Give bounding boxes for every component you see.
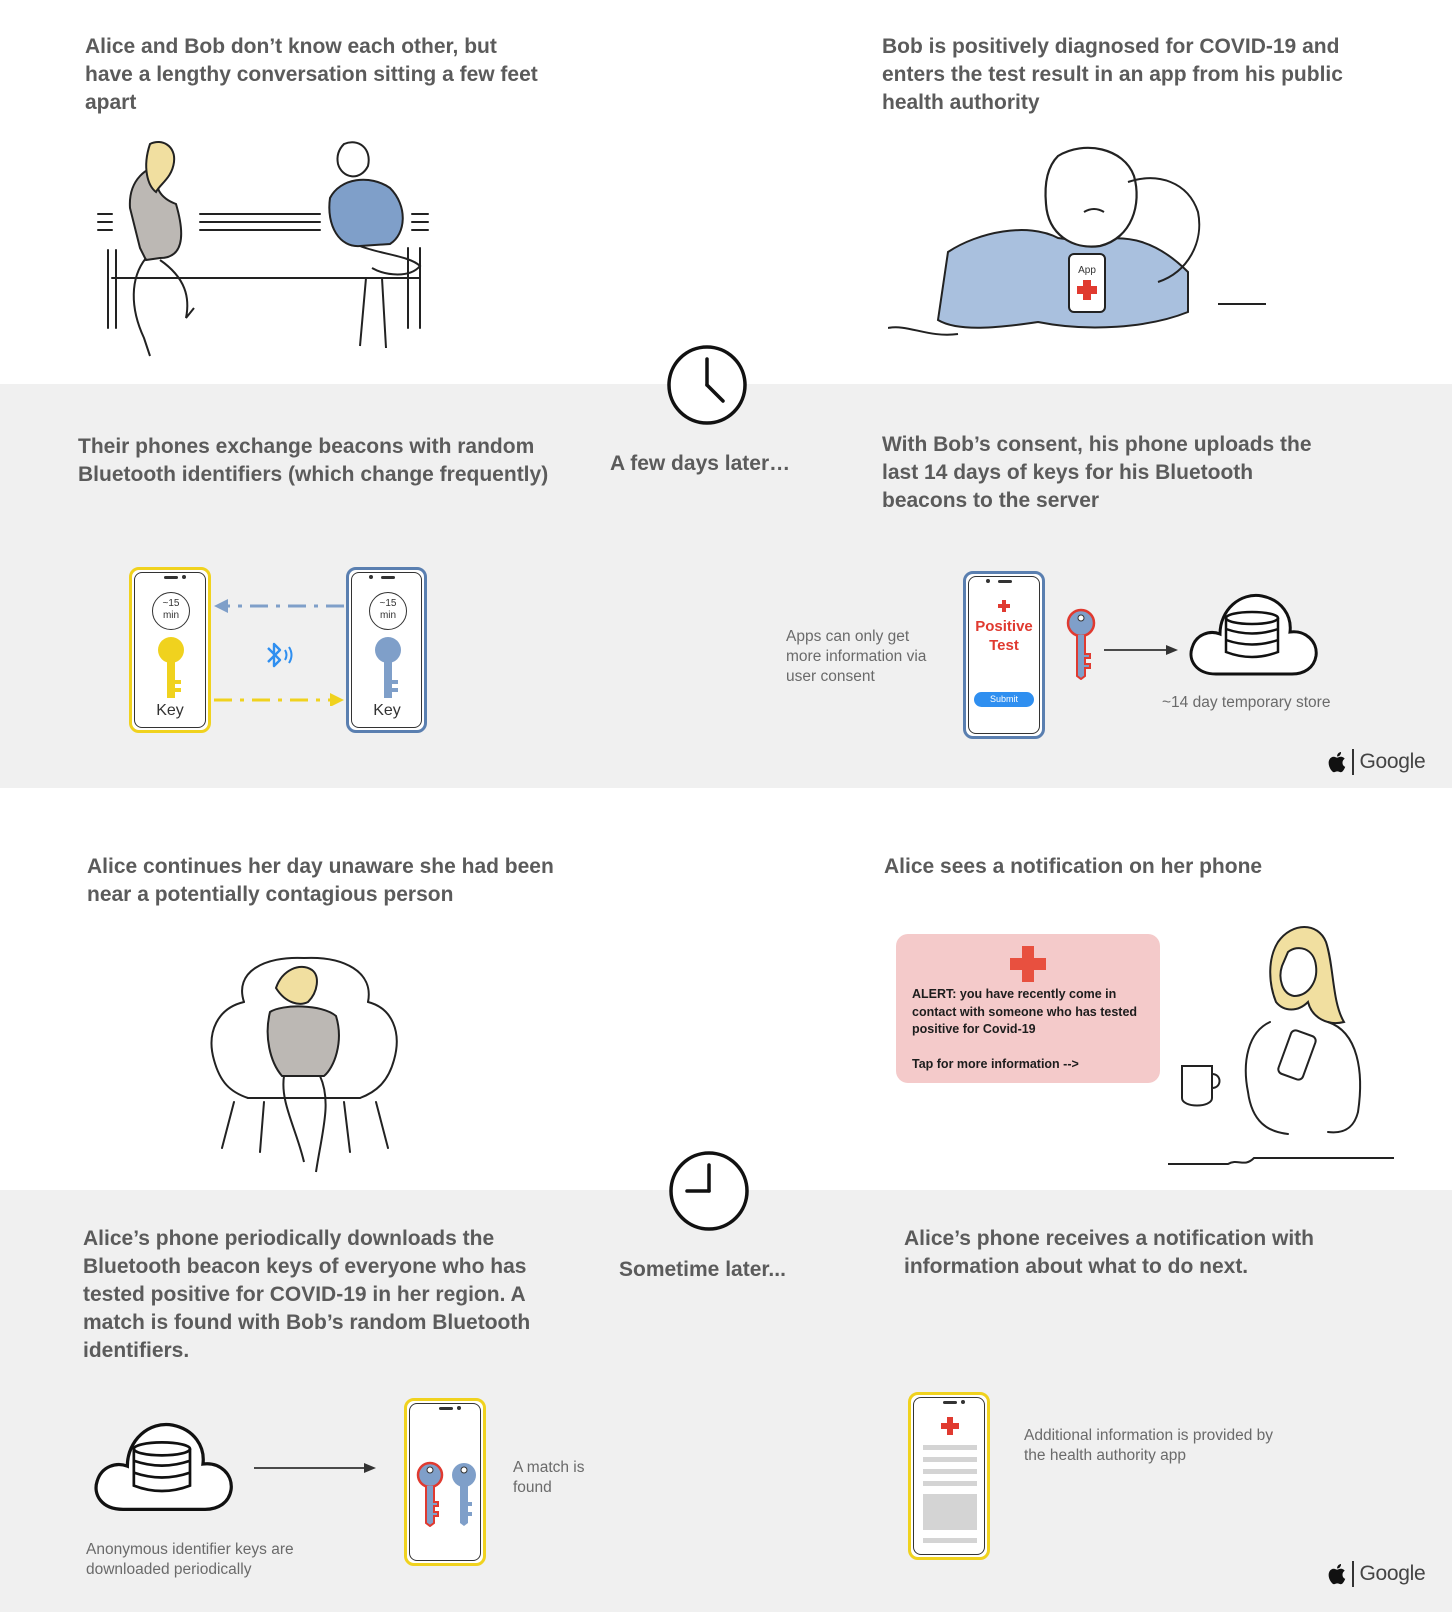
downloaded-note: Anonymous identifier keys are downloaded…: [86, 1541, 294, 1578]
additional-info-note: Additional information is provided by th…: [1024, 1427, 1273, 1464]
key-icon: [452, 1463, 476, 1526]
key-icon: [416, 1461, 444, 1527]
timer-bottom: min: [162, 610, 180, 621]
alice-phone: ~15 min Key: [129, 567, 211, 733]
alert-notification[interactable]: ALERT: you have recently come in contact…: [896, 934, 1160, 1083]
apple-logo: [1328, 1564, 1346, 1585]
match-note: A match is found: [513, 1459, 585, 1496]
transition-few-days: A few days later…: [610, 452, 791, 475]
bob-upload-phone: Positive Test Submit: [963, 571, 1045, 739]
key-icon: [158, 637, 184, 698]
timer-top: ~15: [162, 598, 180, 609]
caption-conversation: Alice and Bob don’t know each other, but…: [85, 35, 538, 114]
bench-illustration: [97, 141, 429, 357]
download-arrow: [254, 1463, 376, 1473]
alice-phone-illustration: [1168, 926, 1394, 1165]
caption-beacons: Their phones exchange beacons with rando…: [78, 435, 549, 486]
alert-text: ALERT: you have recently come in contact…: [912, 987, 1138, 1071]
caption-receives: Alice’s phone receives a notification wi…: [904, 1227, 1314, 1278]
key-label: Key: [373, 702, 401, 719]
bluetooth-icon: [267, 642, 293, 668]
caption-download-match: Alice’s phone periodically downloads the…: [83, 1227, 531, 1362]
apple-google-brand: Google: [1327, 1561, 1426, 1587]
info-image-block: [923, 1494, 977, 1530]
temporary-store-label: ~14 day temporary store: [1162, 694, 1331, 711]
clock-icon: [669, 1151, 749, 1231]
google-wordmark: Google: [1359, 1562, 1426, 1585]
red-cross-icon: [941, 1417, 959, 1435]
alice-figure: [128, 166, 183, 262]
caption-diagnosed: Bob is positively diagnosed for COVID-19…: [882, 35, 1343, 114]
timer-bottom: min: [379, 610, 397, 621]
upload-arrow: [1104, 645, 1178, 655]
band-bottom: [0, 1190, 1452, 1612]
red-cross-icon: [1010, 946, 1046, 982]
app-label: App: [1078, 265, 1096, 276]
info-line: [923, 1538, 977, 1543]
red-cross-icon: [1077, 280, 1097, 300]
clock-icon: [667, 345, 747, 425]
bob-figure: [328, 178, 404, 248]
info-line: [923, 1445, 977, 1450]
key-label: Key: [156, 702, 184, 719]
info-phone: [908, 1392, 990, 1560]
key-icon: [1066, 608, 1096, 680]
apple-logo: [1328, 752, 1346, 773]
alice-match-phone: [404, 1398, 486, 1566]
caption-upload: With Bob’s consent, his phone uploads th…: [882, 433, 1312, 512]
bob-phone-illustration: App: [888, 146, 1266, 336]
red-cross-icon: [998, 600, 1010, 612]
info-line: [923, 1457, 977, 1462]
timer-top: ~15: [379, 598, 397, 609]
caption-unaware: Alice continues her day unaware she had …: [87, 855, 554, 906]
consent-note: Apps can only get more information via u…: [786, 628, 927, 685]
band-top: [0, 384, 1452, 788]
positive-line1: Positive: [975, 618, 1033, 635]
info-line: [923, 1469, 977, 1474]
beacon-exchange-arrows: [214, 599, 344, 706]
apple-google-brand: Google: [1327, 749, 1426, 775]
info-line: [923, 1481, 977, 1486]
submit-button[interactable]: Submit: [974, 692, 1034, 707]
cloud-database-icon: [94, 1422, 233, 1511]
positive-line2: Test: [989, 637, 1019, 654]
caption-notification: Alice sees a notification on her phone: [884, 855, 1263, 878]
alice-armchair-illustration: [210, 956, 398, 1173]
google-wordmark: Google: [1359, 750, 1426, 773]
transition-sometime: Sometime later...: [619, 1258, 786, 1281]
cloud-database-icon: [1189, 593, 1318, 676]
key-icon: [375, 637, 401, 698]
bob-phone: ~15 min Key: [346, 567, 427, 733]
